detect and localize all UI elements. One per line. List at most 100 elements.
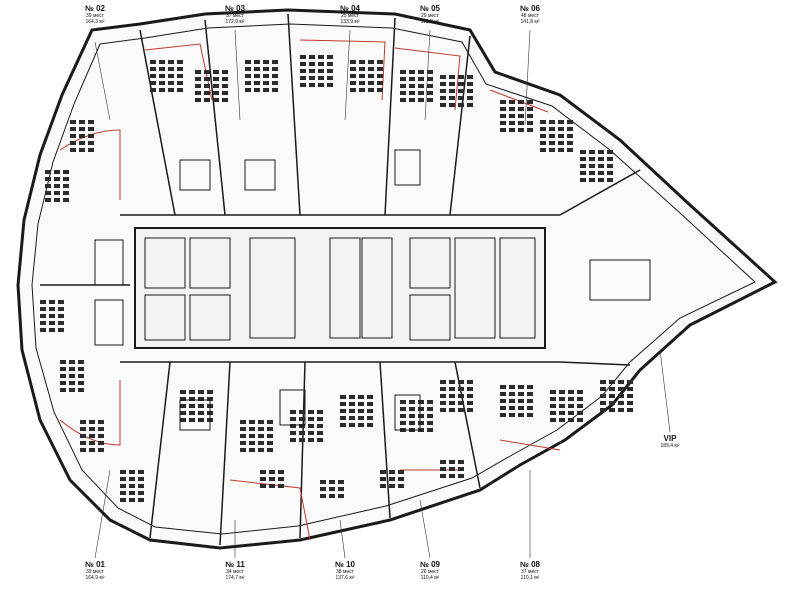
desk <box>549 127 555 131</box>
desk <box>198 411 204 415</box>
meeting-table <box>179 159 211 191</box>
desk <box>440 96 446 100</box>
desk <box>240 441 246 445</box>
desk <box>358 423 364 427</box>
desk <box>559 411 565 415</box>
desk <box>120 491 126 495</box>
desk <box>527 100 533 104</box>
desk <box>449 467 455 471</box>
desk <box>400 84 406 88</box>
desk <box>358 395 364 399</box>
desk <box>509 100 515 104</box>
desk <box>418 421 424 425</box>
desk <box>213 77 219 81</box>
desk <box>150 67 156 71</box>
desk <box>418 414 424 418</box>
desk <box>240 448 246 452</box>
desk <box>222 84 228 88</box>
desk <box>177 81 183 85</box>
office-number: № 05 <box>419 4 441 13</box>
desk <box>627 394 633 398</box>
desk <box>409 70 415 74</box>
desk <box>138 491 144 495</box>
desk <box>509 413 515 417</box>
desk <box>380 470 386 474</box>
desk <box>222 91 228 95</box>
desk <box>527 406 533 410</box>
desk <box>509 121 515 125</box>
desk <box>318 69 324 73</box>
core-room <box>409 237 451 289</box>
desk <box>89 434 95 438</box>
desk <box>540 134 546 138</box>
desk <box>527 114 533 118</box>
desk <box>254 60 260 64</box>
desk <box>309 55 315 59</box>
desk <box>290 417 296 421</box>
desk <box>299 438 305 442</box>
desk <box>449 89 455 93</box>
meeting-table <box>244 159 276 191</box>
desk <box>377 74 383 78</box>
desk <box>63 191 69 195</box>
desk <box>340 402 346 406</box>
desk <box>267 434 273 438</box>
desk <box>467 408 473 412</box>
desk <box>409 400 415 404</box>
desk <box>290 431 296 435</box>
desk <box>272 81 278 85</box>
core-room <box>144 294 186 341</box>
desk <box>418 98 424 102</box>
desk <box>98 420 104 424</box>
core-room <box>499 237 536 339</box>
desk <box>70 120 76 124</box>
desk <box>80 420 86 424</box>
desk <box>272 67 278 71</box>
office-area: 189,4 м² <box>660 443 680 449</box>
desk <box>500 100 506 104</box>
desk <box>440 467 446 471</box>
desk <box>299 431 305 435</box>
desk <box>559 390 565 394</box>
desk <box>198 397 204 401</box>
desk <box>518 392 524 396</box>
office-number: № 04 <box>339 4 361 13</box>
office-label-04: № 04 25 мест 133,9 м² <box>310 4 390 25</box>
desk <box>40 307 46 311</box>
desk <box>204 77 210 81</box>
desk <box>150 88 156 92</box>
desk <box>317 438 323 442</box>
desk <box>458 460 464 464</box>
desk <box>213 98 219 102</box>
desk <box>79 141 85 145</box>
desk <box>427 98 433 102</box>
desk <box>340 395 346 399</box>
core-room <box>249 237 296 339</box>
desk <box>427 70 433 74</box>
desk <box>309 69 315 73</box>
desk <box>318 55 324 59</box>
desk <box>195 91 201 95</box>
desk <box>598 178 604 182</box>
desk <box>600 408 606 412</box>
desk <box>440 474 446 478</box>
desk <box>159 67 165 71</box>
desk <box>309 62 315 66</box>
desk <box>309 76 315 80</box>
desk <box>458 387 464 391</box>
desk <box>367 423 373 427</box>
office-seats: 38 мест <box>336 569 354 575</box>
desk <box>267 427 273 431</box>
desk <box>607 178 613 182</box>
desk <box>138 477 144 481</box>
desk <box>138 498 144 502</box>
desk <box>89 427 95 431</box>
desk <box>398 484 404 488</box>
desk <box>129 491 135 495</box>
desk <box>568 411 574 415</box>
office-label-01-02: № 02 39 мест 164,3 м² <box>55 4 135 25</box>
office-area: 141,8 м² <box>520 19 540 25</box>
desk <box>400 407 406 411</box>
desk <box>245 81 251 85</box>
desk <box>527 392 533 396</box>
